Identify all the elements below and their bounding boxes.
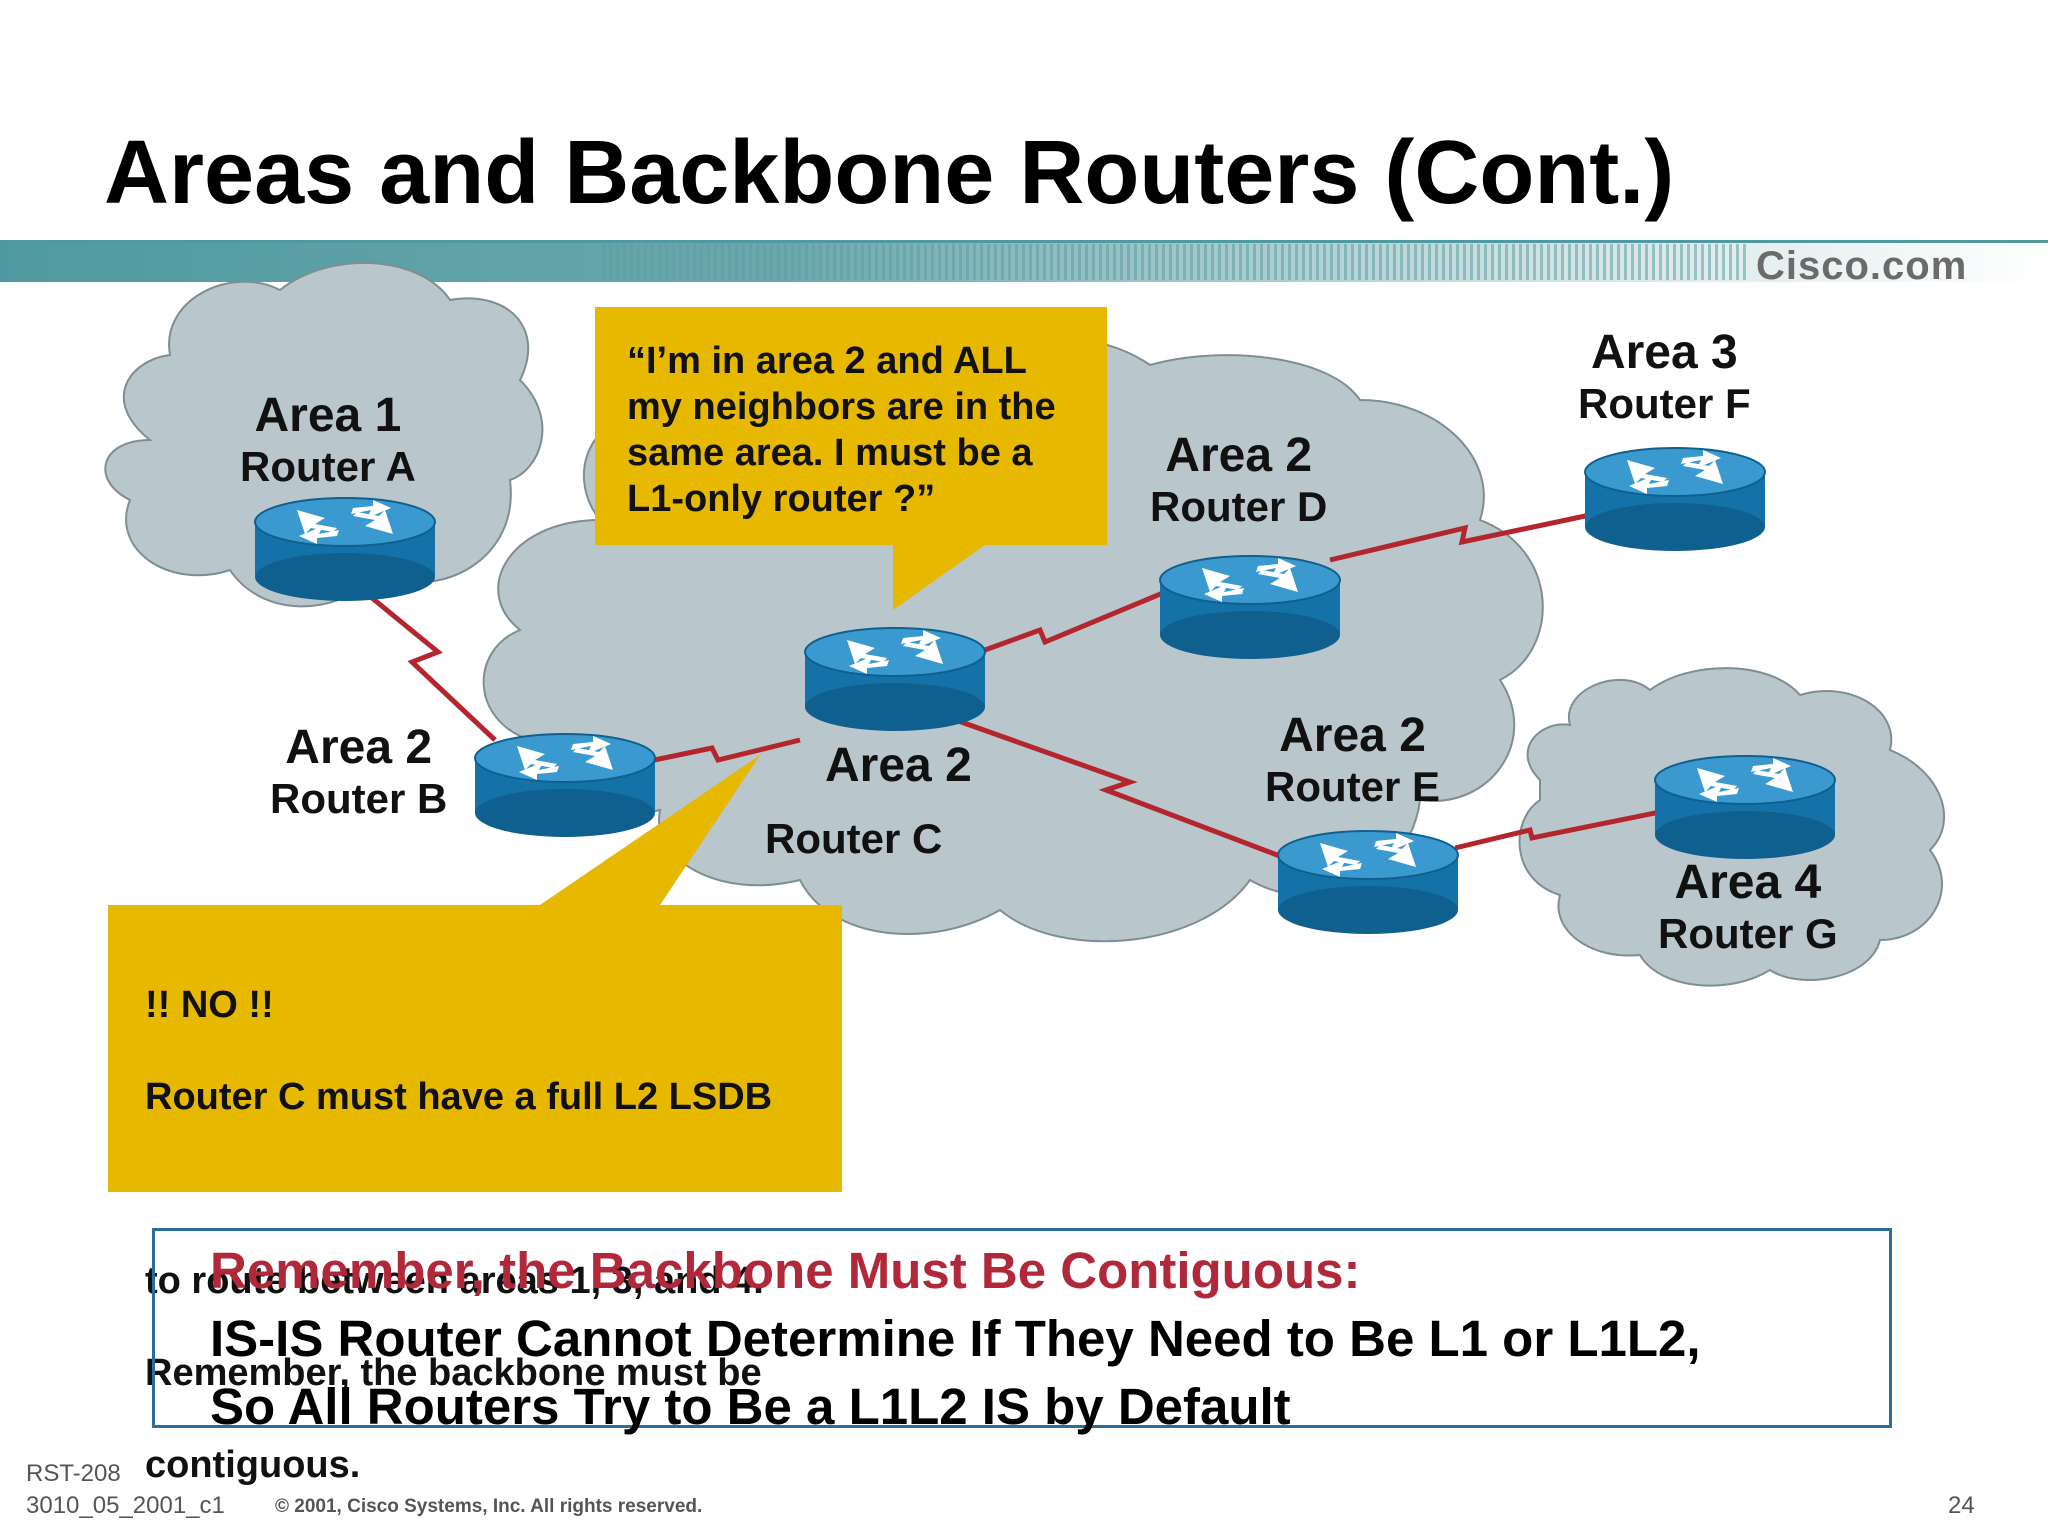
summary-line: So All Routers Try to Be a L1L2 IS by De… (210, 1378, 1291, 1435)
router-a-icon (254, 497, 436, 602)
router-name: Router F (1578, 380, 1751, 428)
router-f-icon (1584, 447, 1766, 552)
summary-heading: Remember, the Backbone Must Be Contiguou… (210, 1242, 1361, 1299)
footer-copyright: © 2001, Cisco Systems, Inc. All rights r… (275, 1496, 703, 1517)
area-label: Area 3 (1590, 326, 1738, 379)
router-name: Router B (270, 775, 448, 823)
link-d-f (1329, 512, 1591, 563)
router-name: Router D (1150, 483, 1328, 531)
router-e-icon (1277, 830, 1459, 935)
footer-session: RST-208 (26, 1460, 121, 1487)
slide-title: Areas and Backbone Routers (Cont.) (104, 123, 1675, 223)
thought-callout-shape (595, 307, 1107, 610)
area-label: Area 1 (254, 389, 402, 442)
answer-callout-text: !! NO !! Router C must have a full L2 LS… (145, 936, 772, 1534)
page-number: 24 (1948, 1492, 1975, 1519)
answer-line: Remember, the backbone must be (145, 1352, 762, 1394)
router-e-label: Area 2 Router E (1265, 708, 1440, 811)
area-label: Area 4 (1674, 856, 1822, 909)
area-label: Area 2 (825, 739, 972, 792)
answer-line: Router C must have a full L2 LSDB (145, 1076, 773, 1118)
footer-doc-id: 3010_05_2001_c1 (26, 1492, 225, 1519)
link-b-c (644, 737, 801, 765)
answer-callout-shape (108, 755, 842, 1192)
answer-line: contiguous. (145, 1444, 361, 1486)
link-e-g (1454, 809, 1661, 851)
router-name: Router A (240, 443, 416, 491)
answer-heading: !! NO !! (145, 984, 274, 1026)
link-a-b (348, 578, 497, 742)
router-c-thought-text: “I’m in area 2 and ALL my neighbors are … (627, 340, 1056, 520)
area-label: Area 2 (1279, 709, 1426, 762)
router-g-icon (1654, 755, 1836, 860)
link-c-d (984, 587, 1171, 653)
router-c-label: Area 2 Router C (765, 738, 972, 863)
router-b-icon (474, 733, 656, 838)
router-name: Router C (765, 815, 943, 863)
router-a-label: Area 1 Router A (240, 388, 416, 491)
summary-box: Remember, the Backbone Must Be Contiguou… (152, 1228, 1892, 1435)
router-c-icon (804, 627, 986, 732)
area-label: Area 2 (1165, 429, 1313, 482)
link-c-e (949, 715, 1286, 861)
router-b-label: Area 2 Router B (270, 720, 447, 823)
router-f-label: Area 3 Router F (1578, 325, 1751, 428)
router-name: Router E (1265, 763, 1441, 811)
summary-line: IS-IS Router Cannot Determine If They Ne… (210, 1310, 1701, 1367)
area-label: Area 2 (285, 721, 433, 774)
router-d-icon (1159, 555, 1341, 660)
cisco-brand-logo: Cisco.com (1756, 244, 1968, 288)
router-g-label: Area 4 Router G (1658, 855, 1838, 958)
answer-line: to route between areas 1, 3, and 4. (145, 1260, 764, 1302)
router-name: Router G (1658, 910, 1838, 958)
router-d-label: Area 2 Router D (1150, 428, 1327, 531)
